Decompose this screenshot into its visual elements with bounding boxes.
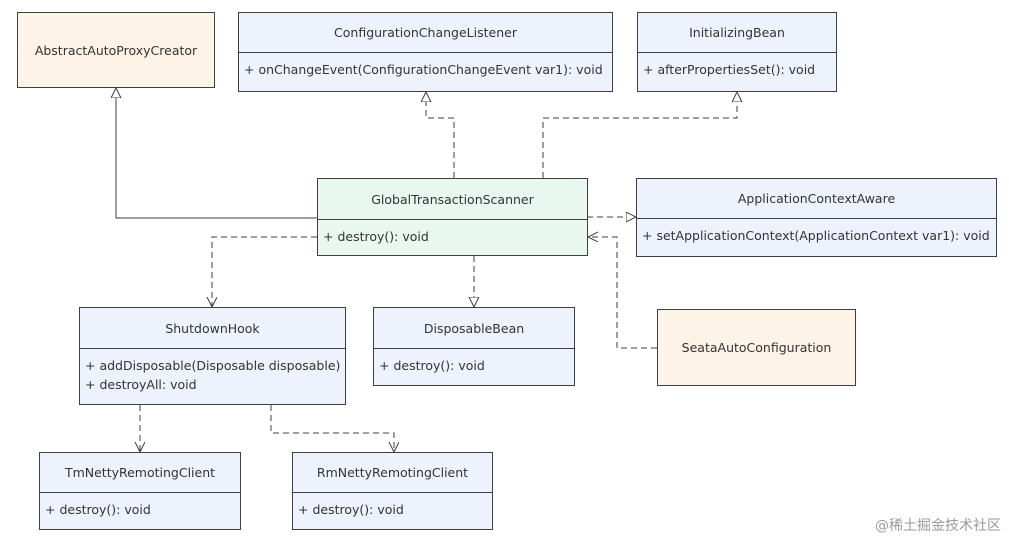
class-name: ConfigurationChangeListener [239,13,612,53]
interface-initializing-bean[interactable]: InitializingBean + afterPropertiesSet():… [637,12,837,92]
member-list: + destroy(): void [318,220,587,246]
method: + afterPropertiesSet(): void [643,62,816,77]
method: + destroy(): void [45,502,151,517]
interface-disposable-bean[interactable]: DisposableBean + destroy(): void [373,307,575,386]
method: + destroy(): void [323,229,429,244]
edge-dependency-seata-config [588,237,657,349]
class-name: GlobalTransactionScanner [318,179,587,220]
class-name: InitializingBean [638,13,836,53]
class-abstract-auto-proxy-creator[interactable]: AbstractAutoProxyCreator [17,12,215,88]
class-name: AbstractAutoProxyCreator [34,42,198,58]
class-shutdown-hook[interactable]: ShutdownHook + addDisposable(Disposable … [79,307,346,405]
edge-dependency-rm-client [270,405,394,452]
member-list: + afterPropertiesSet(): void [638,53,836,79]
method: + setApplicationContext(ApplicationConte… [642,228,990,243]
class-rm-netty-remoting-client[interactable]: RmNettyRemotingClient + destroy(): void [292,452,493,530]
class-name: ApplicationContextAware [637,179,996,219]
member-list: + destroy(): void [293,493,492,519]
member-list: + destroy(): void [40,493,240,519]
class-seata-auto-configuration[interactable]: SeataAutoConfiguration [657,309,856,386]
class-name: ShutdownHook [80,308,345,349]
class-name: SeataAutoConfiguration [681,340,832,355]
member-list: + destroy(): void [374,349,574,375]
class-global-transaction-scanner[interactable]: GlobalTransactionScanner + destroy(): vo… [317,178,588,256]
class-name: DisposableBean [374,308,574,349]
member-list: + setApplicationContext(ApplicationConte… [637,219,996,245]
class-name: TmNettyRemotingClient [40,453,240,493]
method: + onChangeEvent(ConfigurationChangeEvent… [244,62,603,77]
watermark: @稀土掘金技术社区 [875,518,1001,534]
method: + destroyAll: void [85,377,197,392]
edge-dependency-shutdown-hook [212,236,317,307]
interface-configuration-change-listener[interactable]: ConfigurationChangeListener + onChangeEv… [238,12,613,92]
class-name: RmNettyRemotingClient [293,453,492,493]
member-list: + onChangeEvent(ConfigurationChangeEvent… [239,53,612,79]
member-list: + addDisposable(Disposable disposable) +… [80,349,345,394]
method: + addDisposable(Disposable disposable) [85,358,341,373]
method: + destroy(): void [298,502,404,517]
class-tm-netty-remoting-client[interactable]: TmNettyRemotingClient + destroy(): void [39,452,241,530]
interface-application-context-aware[interactable]: ApplicationContextAware + setApplication… [636,178,997,257]
edge-realization-initializing-bean [542,92,737,178]
method: + destroy(): void [379,358,485,373]
edge-generalization-proxy-creator [116,88,317,219]
edge-realization-config-listener [426,92,455,178]
